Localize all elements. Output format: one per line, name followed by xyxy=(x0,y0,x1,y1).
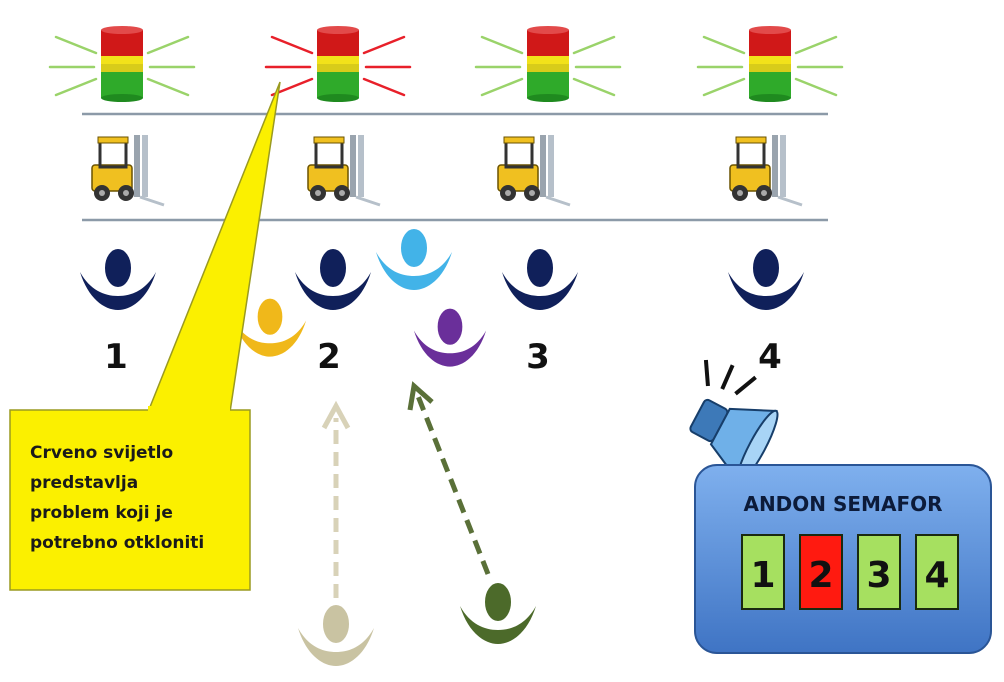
dashed-arrow xyxy=(321,400,351,598)
andon-cell-label: 1 xyxy=(750,555,775,596)
andon-title: ANDON SEMAFOR xyxy=(743,492,942,516)
andon-cell-label: 4 xyxy=(924,555,949,596)
callout-text-line: potrebno otkloniti xyxy=(30,533,204,553)
andon-cell-label: 3 xyxy=(866,555,891,596)
forklift-icon xyxy=(91,135,165,207)
forklift-icon xyxy=(729,135,803,207)
stack-light-icon xyxy=(474,26,622,102)
stack-light-icon xyxy=(264,26,412,102)
station-number: 2 xyxy=(317,337,341,377)
person-icon xyxy=(298,603,374,666)
forklift-icon xyxy=(307,135,381,207)
dashed-arrow xyxy=(407,381,491,575)
stack-light-icon xyxy=(48,26,196,102)
person-icon xyxy=(233,296,307,357)
station-number: 4 xyxy=(758,337,782,377)
station-number: 3 xyxy=(526,337,550,377)
person-icon xyxy=(376,227,452,290)
stack-light-icon xyxy=(696,26,844,102)
andon-cell: 1 xyxy=(741,534,785,610)
andon-cell-label: 2 xyxy=(808,555,833,596)
person-icon xyxy=(413,306,487,367)
callout-text-line: Crveno svijetlo xyxy=(30,443,173,463)
person-icon xyxy=(460,581,536,644)
forklift-icon xyxy=(497,135,571,207)
person-icon xyxy=(728,247,804,310)
andon-cell: 4 xyxy=(915,534,959,610)
callout-text-line: predstavlja xyxy=(30,473,138,493)
andon-cell: 2 xyxy=(799,534,843,610)
callout-box: Crveno svijetlo predstavlja problem koji… xyxy=(9,81,281,591)
station-number: 1 xyxy=(104,337,128,377)
person-icon xyxy=(295,247,371,310)
callout-text-line: problem koji je xyxy=(30,503,173,523)
andon-cell: 3 xyxy=(857,534,901,610)
person-icon xyxy=(502,247,578,310)
person-icon xyxy=(80,247,156,310)
